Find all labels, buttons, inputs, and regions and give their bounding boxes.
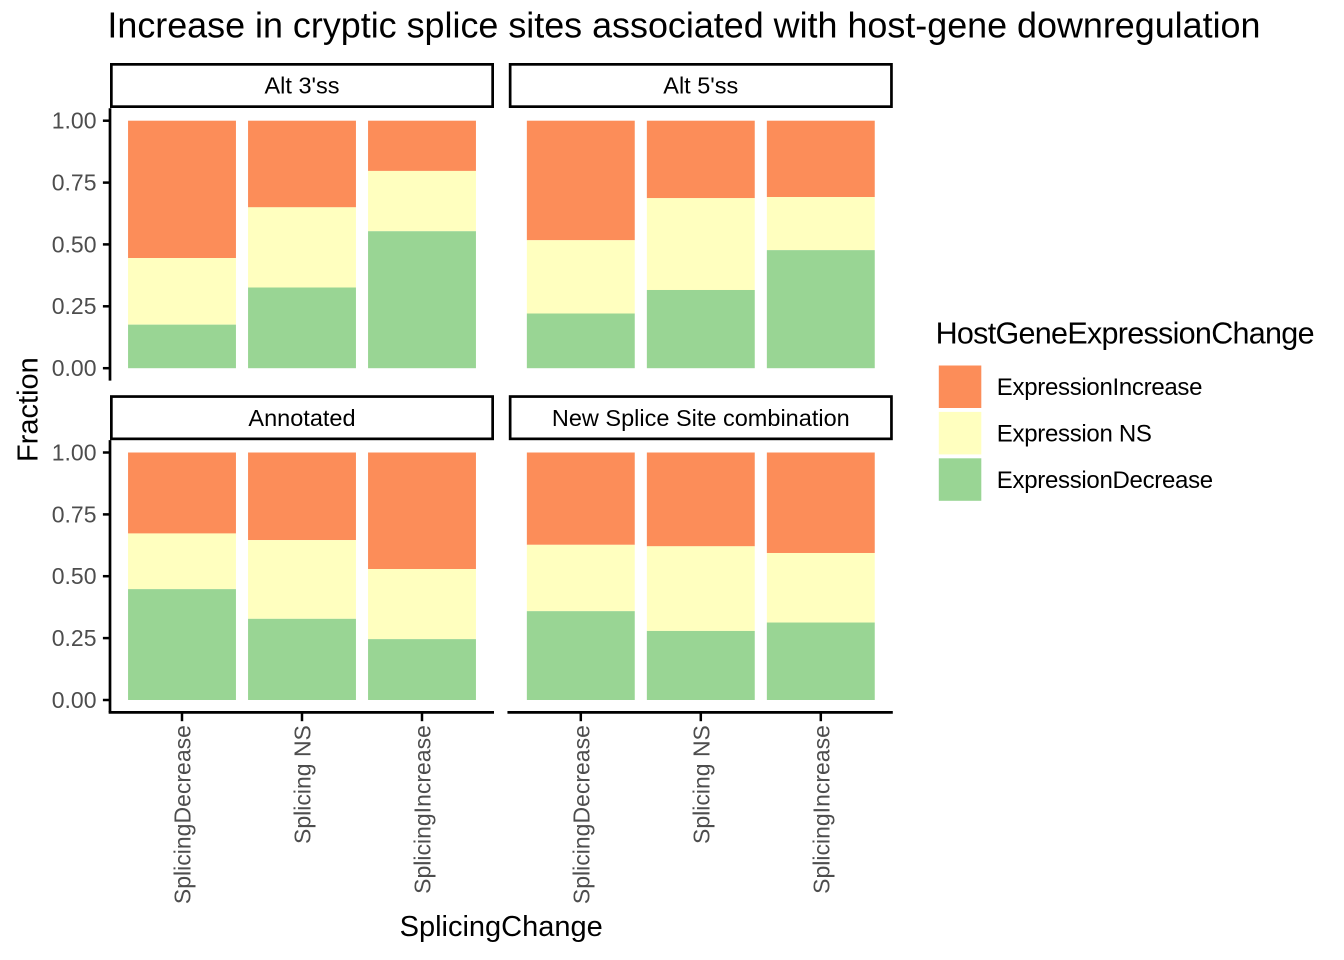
svg-text:0.50: 0.50 — [52, 563, 97, 589]
svg-text:1.00: 1.00 — [52, 439, 97, 465]
svg-text:Fraction: Fraction — [13, 357, 45, 462]
svg-text:ExpressionDecrease: ExpressionDecrease — [997, 467, 1213, 494]
svg-text:ExpressionIncrease: ExpressionIncrease — [997, 374, 1202, 401]
svg-text:0.25: 0.25 — [52, 625, 97, 651]
svg-text:SplicingIncrease: SplicingIncrease — [808, 725, 834, 894]
svg-text:SplicingDecrease: SplicingDecrease — [170, 725, 196, 904]
svg-text:Increase in cryptic splice sit: Increase in cryptic splice sites associa… — [107, 5, 1260, 45]
svg-text:Expression NS: Expression NS — [997, 420, 1152, 447]
svg-text:0.00: 0.00 — [52, 687, 97, 713]
svg-text:0.75: 0.75 — [52, 170, 97, 196]
svg-text:0.00: 0.00 — [52, 355, 97, 381]
svg-text:SplicingIncrease: SplicingIncrease — [410, 725, 436, 894]
svg-text:Splicing NS: Splicing NS — [290, 725, 316, 844]
svg-text:0.25: 0.25 — [52, 293, 97, 319]
svg-text:New Splice Site combination: New Splice Site combination — [552, 405, 850, 431]
svg-text:0.75: 0.75 — [52, 501, 97, 527]
svg-text:HostGeneExpressionChange: HostGeneExpressionChange — [936, 317, 1314, 351]
svg-text:Splicing NS: Splicing NS — [688, 725, 714, 844]
svg-text:Alt 5'ss: Alt 5'ss — [663, 73, 738, 99]
svg-text:SplicingChange: SplicingChange — [400, 911, 603, 943]
svg-text:Alt 3'ss: Alt 3'ss — [264, 73, 339, 99]
svg-text:1.00: 1.00 — [52, 108, 97, 134]
svg-text:0.50: 0.50 — [52, 231, 97, 257]
svg-text:Annotated: Annotated — [248, 405, 355, 431]
svg-text:SplicingDecrease: SplicingDecrease — [568, 725, 594, 904]
